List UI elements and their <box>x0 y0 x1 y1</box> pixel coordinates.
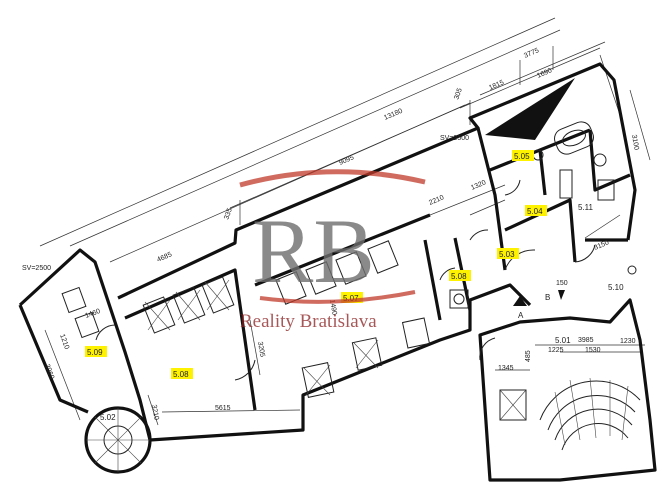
room-label-511: 5.11 <box>578 203 594 212</box>
watermark-swoosh-icon <box>239 169 426 188</box>
dim-1230: 1230 <box>620 338 636 345</box>
dim-1210: 1210 <box>58 333 70 350</box>
dim-335: 335 <box>223 207 234 220</box>
room-label-508-left: 5.08 <box>173 370 189 379</box>
watermark-text: Reality Bratislava <box>240 311 377 332</box>
room-label-504: 5.04 <box>527 207 543 216</box>
dim-sv-left: SV=2500 <box>22 265 51 272</box>
dim-3210: 3210 <box>150 404 160 421</box>
dim-2210: 2210 <box>428 194 445 207</box>
dim-3100: 3100 <box>630 134 640 151</box>
dim-1225: 1225 <box>548 347 564 354</box>
room-label-507: 5.07 <box>343 294 359 303</box>
watermark-logo: RB Reality Bratislava <box>239 169 426 332</box>
dim-1320: 1320 <box>470 179 487 192</box>
section-marker-a: A <box>518 311 524 320</box>
dim-4685: 4685 <box>156 251 173 264</box>
dim-13180: 13180 <box>383 108 404 122</box>
dim-3775: 3775 <box>523 47 540 60</box>
dim-1460: 1460 <box>84 308 101 320</box>
dim-9095: 9095 <box>338 154 355 167</box>
watermark-rb: RB <box>252 200 375 302</box>
fixtures <box>449 121 637 309</box>
room-label-501: 5.01 <box>555 336 571 345</box>
room-label-502: 5.02 <box>100 413 116 422</box>
dim-1530: 1530 <box>585 347 601 354</box>
dim-150: 150 <box>556 280 568 287</box>
room-label-503: 5.03 <box>499 250 515 259</box>
dim-3960: 3960 <box>43 363 55 380</box>
dim-485: 485 <box>525 350 532 362</box>
dim-3985: 3985 <box>578 337 594 344</box>
room-label-510: 5.10 <box>608 283 624 292</box>
dim-1490: 1490 <box>328 299 338 316</box>
room-label-505: 5.05 <box>514 152 530 161</box>
staircases <box>86 377 641 472</box>
dim-5615: 5615 <box>215 405 231 412</box>
room-label-509: 5.09 <box>87 348 103 357</box>
dim-1690: 1690 <box>536 67 553 80</box>
dim-3205: 3205 <box>256 341 266 358</box>
dim-sv-right: SV=2500 <box>440 135 469 142</box>
room-label-508-right: 5.08 <box>451 272 467 281</box>
watermark-underline-icon <box>259 290 416 304</box>
section-markers: A B <box>513 290 565 320</box>
dim-305: 305 <box>453 87 464 100</box>
room-labels: 5.09 5.08 5.07 5.08 5.03 5.04 5.05 5.11 … <box>85 150 624 422</box>
dim-1345: 1345 <box>498 365 514 372</box>
shaft-triangle <box>485 78 575 140</box>
section-marker-b: B <box>545 293 550 302</box>
